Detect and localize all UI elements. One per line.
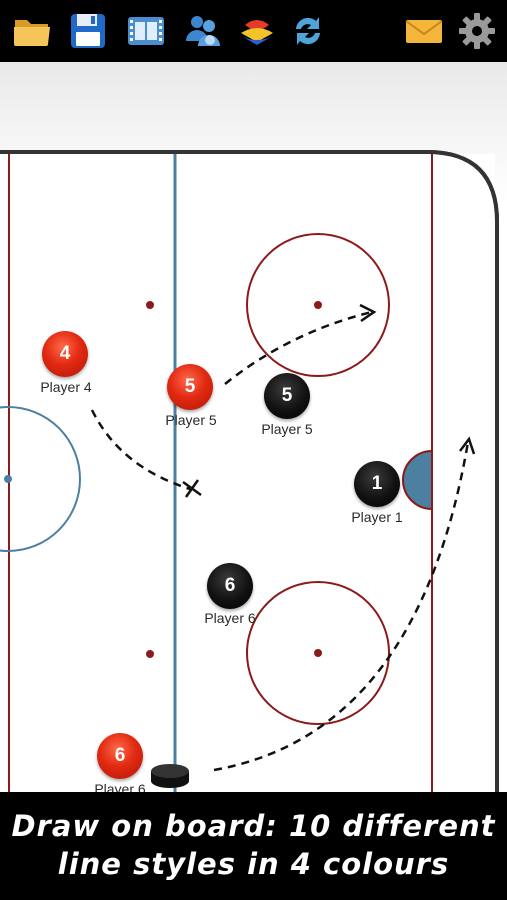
open-folder-button[interactable] (12, 11, 52, 51)
player-token-red-5[interactable]: 5 (167, 364, 213, 410)
envelope-icon (405, 20, 443, 43)
toolbar (0, 0, 507, 62)
caption-line-1: Draw on board: 10 different (11, 809, 496, 843)
animation-button[interactable] (126, 11, 166, 51)
colors-button[interactable] (237, 11, 277, 51)
center-dot (4, 475, 12, 483)
film-strip-icon (128, 17, 164, 45)
players-button[interactable] (183, 11, 223, 51)
gear-icon (459, 13, 495, 49)
player-number: 6 (114, 745, 126, 766)
email-button[interactable] (404, 11, 444, 51)
flip-button[interactable] (288, 11, 328, 51)
players-icon (186, 16, 220, 46)
player-number: 4 (59, 343, 71, 364)
settings-button[interactable] (457, 11, 497, 51)
faceoff-dot (146, 301, 154, 309)
save-button[interactable] (68, 11, 108, 51)
dashed-line (213, 441, 470, 772)
arrow-head (459, 436, 476, 455)
player-label: Player 5 (165, 412, 217, 428)
faceoff-dot (314, 301, 322, 309)
player-token-red-6[interactable]: 6 (97, 733, 143, 779)
faceoff-circle-bottom (246, 581, 390, 725)
player-label: Player 5 (261, 421, 313, 437)
player-token-black-1[interactable]: 1 (354, 461, 400, 507)
center-circle (0, 406, 81, 552)
player-number: 6 (224, 575, 236, 596)
player-token-black-5[interactable]: 5 (264, 373, 310, 419)
faceoff-dot (314, 649, 322, 657)
folder-icon (14, 20, 50, 46)
floppy-disk-icon (71, 14, 105, 48)
goal-crease (402, 449, 433, 511)
caption-line-2: line styles in 4 colours (57, 847, 450, 881)
player-number: 5 (281, 385, 293, 406)
player-label: Player 4 (40, 379, 92, 395)
player-label: Player 1 (351, 509, 403, 525)
dashed-line (224, 310, 373, 385)
player-number: 5 (184, 376, 196, 397)
refresh-arrows-icon (296, 17, 320, 45)
faceoff-dot (146, 650, 154, 658)
player-token-red-4[interactable]: 4 (42, 331, 88, 377)
stop-mark (182, 479, 202, 498)
promo-caption: Draw on board: 10 different line styles … (0, 792, 507, 900)
player-token-black-6[interactable]: 6 (207, 563, 253, 609)
player-label: Player 6 (204, 610, 256, 626)
color-palette-icon (241, 20, 273, 45)
drawing-board[interactable]: 4 Player 4 5 Player 5 5 Player 5 1 Playe… (0, 62, 507, 792)
hockey-rink (0, 150, 499, 792)
dashed-line (90, 409, 191, 491)
player-number: 1 (371, 473, 383, 494)
faceoff-circle-top (246, 233, 390, 377)
player-label: Player 6 (94, 781, 146, 792)
arrow-head (359, 303, 377, 323)
